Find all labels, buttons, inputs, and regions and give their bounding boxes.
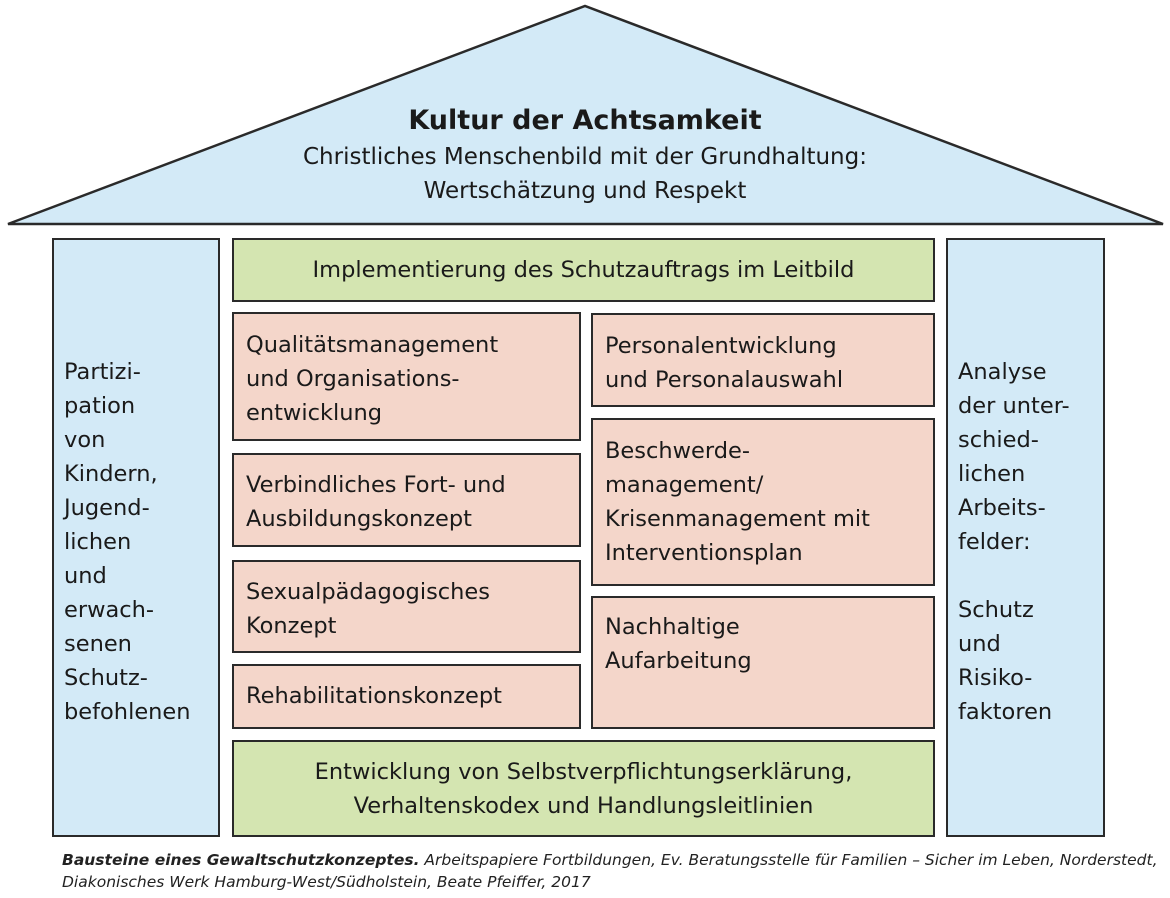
caption-title: Bausteine eines Gewaltschutzkonzeptes.	[62, 851, 420, 869]
box-text-line: und Organisations-	[246, 366, 460, 392]
caption-source: Arbeitspapiere Fortbildungen, Ev. Beratu…	[62, 851, 1158, 891]
roof-line: Christliches Menschenbild mit der Grundh…	[303, 144, 867, 170]
box-text-line: Nachhaltige	[605, 614, 740, 640]
box-text-line: Qualitätsmanagement	[246, 332, 499, 358]
roof-shape	[7, 4, 1164, 226]
bottom-beam-code-of-conduct: Entwicklung von Selbstverpflichtungserkl…	[232, 740, 935, 837]
box-complaint-management: Beschwerde-management/Krisenmanagement m…	[591, 418, 935, 586]
box-quality-management: Qualitätsmanagement und Organisations-ent…	[232, 312, 581, 441]
box-text-line: Krisenmanagement mit	[605, 506, 870, 532]
box-text-line: Interventionsplan	[605, 540, 803, 566]
box-text-line: Aufarbeitung	[605, 648, 752, 674]
box-text-line: pation	[64, 393, 136, 419]
box-text-line	[958, 559, 1103, 593]
roof-text: Kultur der Achtsamkeit Christliches Mens…	[185, 102, 985, 208]
box-text-line: Ausbildungskonzept	[246, 506, 472, 532]
box-text-line: Schutz	[958, 597, 1034, 623]
box-text-line: Kindern,	[64, 461, 158, 487]
box-text-line: Verhaltenskodex und Handlungsleitlinien	[353, 792, 814, 819]
box-text-line: lichen	[64, 529, 132, 555]
box-text-line: Arbeits-	[958, 495, 1046, 521]
box-text-line: Personalentwicklung	[605, 333, 837, 359]
box-text-line: befohlenen	[64, 699, 191, 725]
box-text-line: Partizi-	[64, 359, 141, 385]
figure-caption: Bausteine eines Gewaltschutzkonzeptes. A…	[62, 849, 1170, 893]
box-text-line: Implementierung des Schutzauftrags im Le…	[312, 257, 855, 283]
box-text-line: schied-	[958, 427, 1039, 453]
box-text-line: management/	[605, 472, 764, 498]
box-text-line: faktoren	[958, 699, 1053, 725]
box-text-line: lichen	[958, 461, 1026, 487]
box-text-line: entwicklung	[246, 400, 383, 426]
roof-line: Wertschätzung und Respekt	[423, 178, 747, 204]
box-text-line: Sexualpädagogisches	[246, 579, 490, 605]
box-text-line: Konzept	[246, 613, 337, 639]
box-text-line: Entwicklung von Selbstverpflichtungserkl…	[314, 758, 853, 785]
box-personnel-development: Personalentwicklung und Personalauswahl	[591, 313, 935, 407]
box-text-line: senen	[64, 631, 132, 657]
box-text-line: und	[64, 563, 107, 589]
box-text-line: Beschwerde-	[605, 438, 750, 464]
box-text-line: und	[958, 631, 1001, 657]
box-text-line: Analyse	[958, 359, 1047, 385]
box-text-line: Rehabilitationskonzept	[246, 683, 502, 709]
box-text-line: Schutz-	[64, 665, 148, 691]
roof-title: Kultur der Achtsamkeit	[408, 105, 762, 136]
box-text-line: von	[64, 427, 106, 453]
box-rehabilitation: Rehabilitationskonzept	[232, 664, 581, 729]
box-text-line: Risiko-	[958, 665, 1033, 691]
box-text-line: felder:	[958, 529, 1031, 555]
box-text-line: Jugend-	[64, 495, 150, 521]
roof	[7, 4, 1164, 226]
box-text-line: der unter-	[958, 393, 1070, 419]
box-text-line: erwach-	[64, 597, 155, 623]
top-beam-implementation: Implementierung des Schutzauftrags im Le…	[232, 238, 935, 302]
box-text-line: Verbindliches Fort- und	[246, 472, 506, 498]
box-text-line: und Personalauswahl	[605, 367, 844, 393]
